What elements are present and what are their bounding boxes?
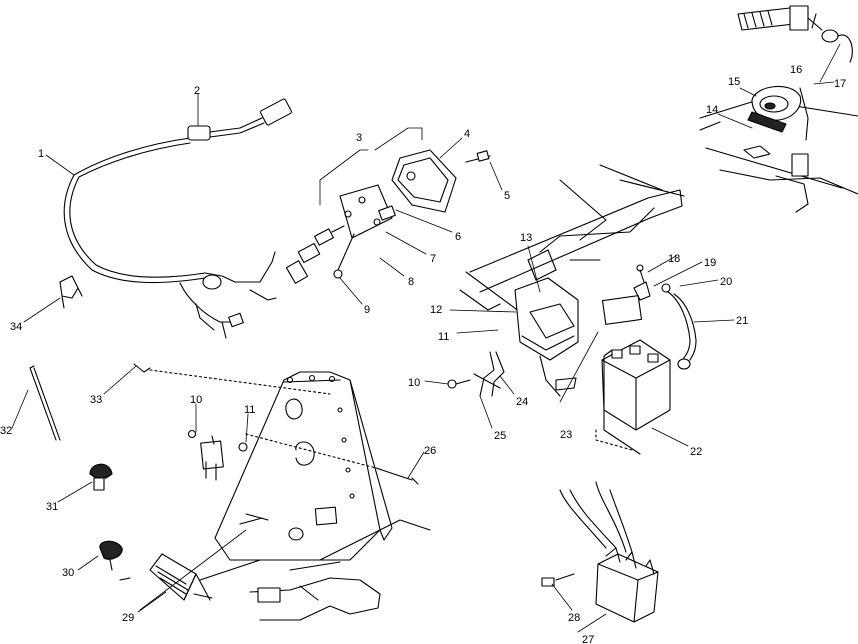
harness-connector xyxy=(187,125,211,141)
callout-1: 1 xyxy=(38,148,44,160)
callout-16: 16 xyxy=(790,64,802,76)
wiring-harness xyxy=(63,98,309,339)
battery-strap-bracket xyxy=(447,351,505,397)
bolt xyxy=(245,433,419,485)
tail-light-assembly xyxy=(297,127,491,279)
battery-cover xyxy=(601,295,643,325)
battery-tray xyxy=(514,249,579,397)
callout-25: 25 xyxy=(494,430,506,442)
relay xyxy=(187,429,248,481)
callout-26: 26 xyxy=(424,445,436,457)
callout-14: 14 xyxy=(706,104,718,116)
callout-29: 29 xyxy=(122,612,134,624)
callout-19: 19 xyxy=(704,257,716,269)
leader-lines xyxy=(11,43,841,633)
battery-cable xyxy=(633,264,697,370)
callout-6: 6 xyxy=(455,231,461,243)
callout-32: 32 xyxy=(0,425,12,437)
callout-30: 30 xyxy=(62,567,74,579)
ignition-module xyxy=(541,481,659,623)
callout-17: 17 xyxy=(834,78,846,90)
callout-11: 11 xyxy=(438,331,449,343)
callout-12: 12 xyxy=(430,304,442,316)
grommet xyxy=(89,463,113,491)
callout-5: 5 xyxy=(504,190,510,202)
frame-rail xyxy=(459,164,685,313)
callout-18: 18 xyxy=(668,253,680,265)
horn-bracket xyxy=(747,111,787,133)
callout-31: 31 xyxy=(46,501,58,513)
battery xyxy=(595,339,671,455)
regulator xyxy=(119,553,213,601)
callout-10: 10 xyxy=(408,377,420,389)
callout-8: 8 xyxy=(408,276,414,288)
callout-13: 13 xyxy=(520,232,532,244)
harness-plug-small xyxy=(285,260,309,284)
tail-light-socket xyxy=(297,242,321,264)
callout-11b: 11 xyxy=(244,404,255,416)
callout-20: 20 xyxy=(720,276,732,288)
tie-strap xyxy=(29,365,61,441)
handlebar-switch xyxy=(737,5,853,63)
harness-end-plug xyxy=(260,98,292,126)
tail-light-base xyxy=(339,184,393,239)
callout-28: 28 xyxy=(568,612,580,624)
callout-3: 3 xyxy=(356,132,362,144)
callout-9: 9 xyxy=(364,304,370,316)
callout-33: 33 xyxy=(90,394,102,406)
clamp xyxy=(99,540,123,571)
horn-assembly xyxy=(699,85,858,213)
callout-7: 7 xyxy=(430,253,436,265)
lower-frame xyxy=(199,519,431,621)
nut xyxy=(333,269,343,279)
callout-23: 23 xyxy=(560,429,572,441)
callout-22: 22 xyxy=(690,446,702,458)
callout-4: 4 xyxy=(464,128,470,140)
connector-clip xyxy=(59,275,83,309)
callout-21: 21 xyxy=(736,315,748,327)
callout-24: 24 xyxy=(516,396,528,408)
callout-10b: 10 xyxy=(190,394,202,406)
mounting-plate xyxy=(214,371,393,561)
tail-light-housing xyxy=(391,149,457,213)
callout-2: 2 xyxy=(194,85,200,97)
callout-15: 15 xyxy=(728,76,740,88)
clip xyxy=(133,363,331,395)
callout-27: 27 xyxy=(582,634,594,644)
callout-34: 34 xyxy=(10,321,22,333)
callout-labels: 1 2 3 4 5 6 7 8 9 10 11 12 13 14 15 16 1… xyxy=(0,64,846,644)
